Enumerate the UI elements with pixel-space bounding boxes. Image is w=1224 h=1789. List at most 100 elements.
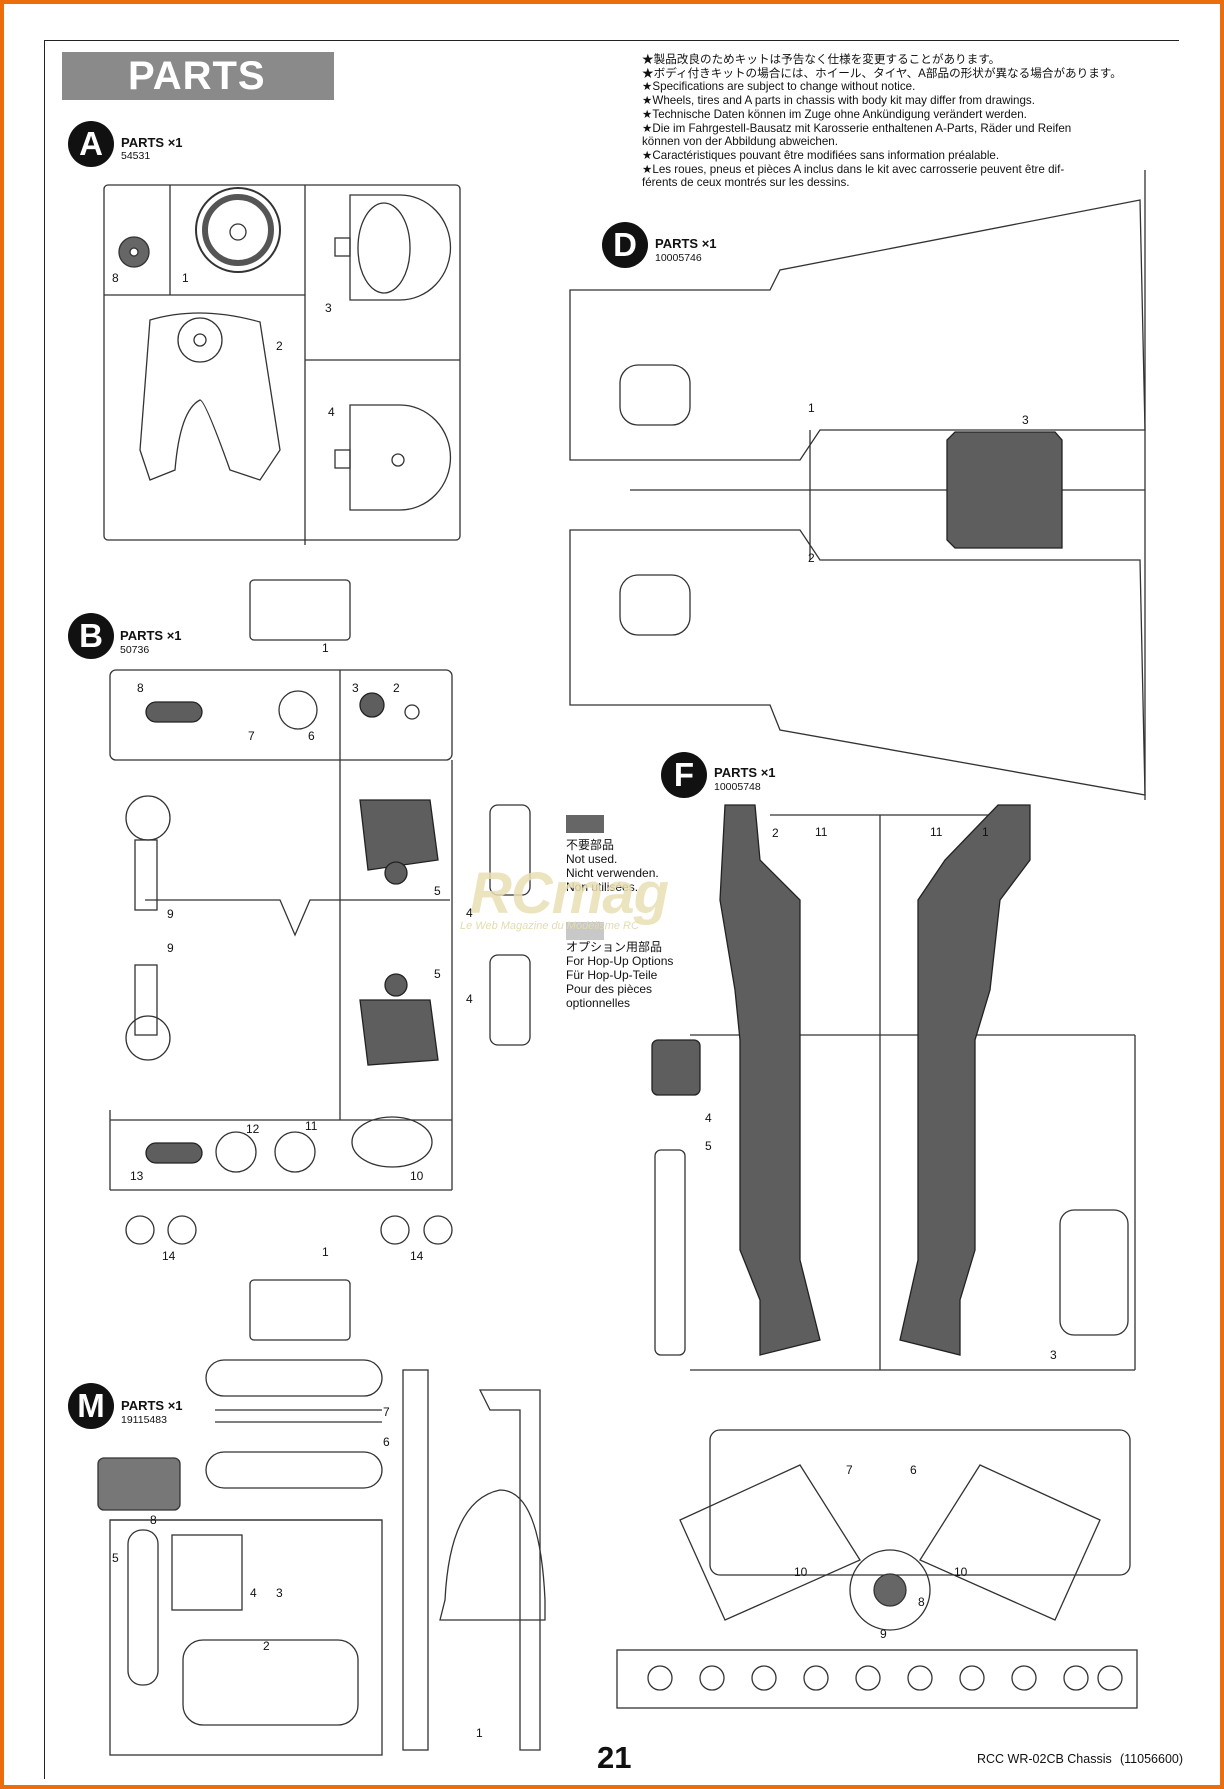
note-line: ★Die im Fahrgestell-Bausatz mit Karosser… xyxy=(642,121,1072,135)
sprue-d-badge: D xyxy=(602,222,648,268)
part-number: 11 xyxy=(930,825,943,839)
sprue-b-frame xyxy=(109,579,453,1341)
sprue-d-code: 10005746 xyxy=(655,252,702,264)
part-number: 9 xyxy=(167,907,174,921)
part-number: 1 xyxy=(982,825,989,839)
part-number: 8 xyxy=(112,271,119,285)
part-number: 1 xyxy=(476,1726,483,1740)
legend-line: Nicht verwenden. xyxy=(566,866,659,880)
part-number: 9 xyxy=(167,941,174,955)
part-number: 11 xyxy=(815,825,828,839)
legend-options: オプション用部品 For Hop-Up Options Für Hop-Up-T… xyxy=(566,940,673,1010)
b-light-parts xyxy=(125,690,531,1245)
sprue-a-badge: A xyxy=(68,121,114,167)
part-number: 8 xyxy=(918,1595,925,1609)
part-number: 6 xyxy=(308,729,315,743)
legend-line: オプション用部品 xyxy=(566,940,663,954)
legend-line: Pour des pièces xyxy=(566,982,653,996)
footer-code: (11056600) xyxy=(1120,1752,1184,1766)
plate-holes xyxy=(647,1665,1123,1691)
note-line: ★Les roues, pneus et pièces A inclus dan… xyxy=(642,162,1065,176)
part-number: 4 xyxy=(705,1111,712,1125)
sprue-m2-frame xyxy=(616,1429,1138,1709)
part-a4 xyxy=(334,404,452,511)
part-a8 xyxy=(118,236,150,268)
note-line: ★Specifications are subject to change wi… xyxy=(642,80,916,94)
part-number: 6 xyxy=(910,1463,917,1477)
note-line: können von der Abbildung abweichen. xyxy=(642,135,838,149)
part-number: 4 xyxy=(328,405,335,419)
legend-swatch-not-used xyxy=(566,815,604,833)
legend-line: optionnelles xyxy=(566,996,631,1010)
sprue-d-label: PARTS ×1 xyxy=(655,236,717,251)
part-number: 2 xyxy=(808,551,815,565)
legend-not-used: 不要部品 Not used. Nicht verwenden. Non util… xyxy=(566,838,659,894)
page-number: 21 xyxy=(597,1740,632,1775)
part-number: 5 xyxy=(434,967,441,981)
part-number: 7 xyxy=(383,1405,390,1419)
sprue-d-frame xyxy=(569,170,1146,800)
sprue-f-frame xyxy=(654,814,1136,1371)
sprue-a-code: 54531 xyxy=(121,150,151,162)
sprue-b-code: 50736 xyxy=(120,644,150,656)
part-number: 6 xyxy=(383,1435,390,1449)
part-number: 8 xyxy=(150,1513,157,1527)
note-line: ★ボディ付きキットの場合には、ホイール、タイヤ、A部品の形状が異なる場合がありま… xyxy=(642,66,1122,80)
part-numbers: 8 1 3 2 4 1 8 7 6 3 2 5 4 9 9 5 4 12 11 … xyxy=(112,271,1057,1740)
watermark-subtext: Le Web Magazine du Modélisme RC xyxy=(460,920,639,932)
part-number: 10 xyxy=(410,1169,424,1183)
watermark-logo: RCmag xyxy=(470,861,669,926)
note-line: ★製品改良のためキットは予告なく仕様を変更することがあります。 xyxy=(642,53,1001,66)
legend-line: 不要部品 xyxy=(566,838,615,852)
part-number: 10 xyxy=(794,1565,808,1579)
part-number: 1 xyxy=(322,1245,329,1259)
sprue-f-code: 10005748 xyxy=(714,781,761,793)
part-number: 3 xyxy=(1022,413,1029,427)
sprue-f-label: PARTS ×1 xyxy=(714,765,776,780)
part-number: 5 xyxy=(112,1551,119,1565)
sprue-m-code: 19115483 xyxy=(121,1414,167,1426)
legend-line: Non utilisées. xyxy=(566,880,639,894)
legend-line: Not used. xyxy=(566,852,618,866)
part-number: 2 xyxy=(263,1639,270,1653)
b-dark-parts xyxy=(145,692,439,1164)
part-number: 2 xyxy=(393,681,400,695)
part-number: 8 xyxy=(137,681,144,695)
legend-line: For Hop-Up Options xyxy=(566,954,674,968)
content-border xyxy=(44,40,1179,1779)
note-line: ★Technische Daten können im Zuge ohne An… xyxy=(642,107,1027,121)
page-title: PARTS xyxy=(62,52,334,100)
note-line: ★Wheels, tires and A parts in chassis wi… xyxy=(642,94,1035,108)
part-number: 11 xyxy=(305,1119,318,1133)
part-number: 1 xyxy=(322,641,329,655)
part-number: 5 xyxy=(705,1139,712,1153)
note-line: ★Caractéristiques pouvant être modifiées… xyxy=(642,148,1000,162)
part-number: 3 xyxy=(1050,1348,1057,1362)
part-number: 2 xyxy=(772,826,779,840)
sprue-a-label: PARTS ×1 xyxy=(121,135,183,150)
part-number: 1 xyxy=(182,271,189,285)
footer-model: RCC WR-02CB Chassis xyxy=(977,1752,1112,1766)
part-number: 2 xyxy=(276,339,283,353)
part-number: 1 xyxy=(808,401,815,415)
sprue-b-label: PARTS ×1 xyxy=(120,628,182,643)
part-number: 4 xyxy=(466,992,473,1006)
part-number: 4 xyxy=(466,906,473,920)
steering-wheel-part xyxy=(195,187,281,273)
spec-notes: ★製品改良のためキットは予告なく仕様を変更することがあります。 ★ボディ付きキッ… xyxy=(642,53,1168,190)
sprue-m-label: PARTS ×1 xyxy=(121,1398,183,1413)
part-number: 3 xyxy=(325,301,332,315)
part-number: 5 xyxy=(434,884,441,898)
sprue-a-frame xyxy=(103,184,461,545)
part-number: 4 xyxy=(250,1586,257,1600)
sprue-f-badge: F xyxy=(661,752,707,798)
driver-figure-part xyxy=(139,312,281,481)
legend-swatch-options xyxy=(566,922,604,940)
sprue-m-frame xyxy=(97,1359,546,1756)
part-number: 7 xyxy=(248,729,255,743)
sprue-m-badge: M xyxy=(68,1383,114,1429)
part-d3 xyxy=(946,431,1063,549)
part-number: 12 xyxy=(246,1122,260,1136)
